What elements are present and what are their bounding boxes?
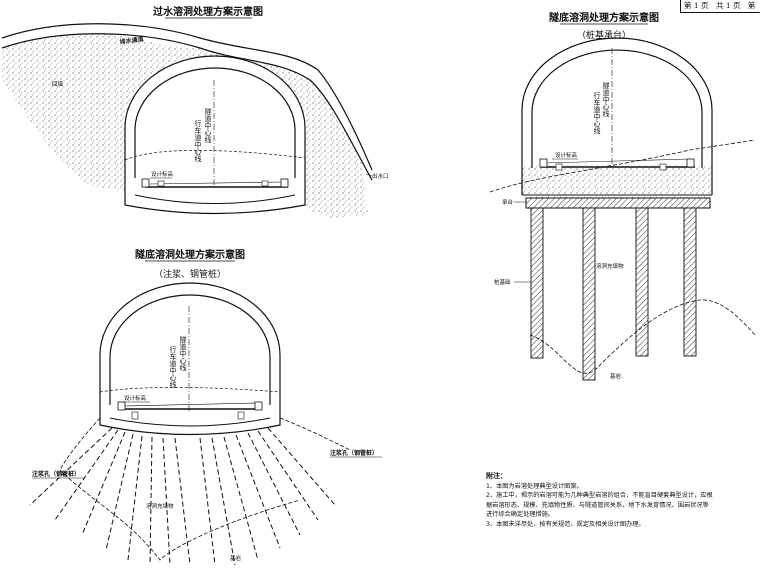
label-cave-fill-2: 溶洞充填物 bbox=[596, 262, 624, 270]
pile-cap bbox=[525, 197, 711, 209]
tunnel2-centerline-label: 隧道中心线 bbox=[602, 81, 610, 117]
tunnel1-design-elev: 设计标高 bbox=[151, 170, 174, 178]
notes-block: 附注： 1、本图为岩溶处理典型设计图案。 2、施工中，揭示的岩溶可能为几种典型岩… bbox=[486, 472, 758, 530]
diagram-grouting: 隧底溶洞处理方案示意图 （注浆、钢管桩） 隧道中心线 行车道中心线 设计标高 bbox=[29, 248, 382, 566]
diagram2-title: 隧底溶洞处理方案示意图 bbox=[549, 11, 659, 24]
tunnel3-centerline-label: 隧道中心线 bbox=[179, 335, 187, 371]
pile-1 bbox=[530, 207, 544, 359]
label-cave-fill-3: 溶洞充填物 bbox=[146, 502, 174, 510]
page-number: 第 1 页 bbox=[684, 1, 709, 10]
grout-holes bbox=[29, 427, 336, 566]
tunnel1-outer-lining bbox=[124, 55, 306, 215]
pile-2 bbox=[582, 207, 596, 381]
diagram1-title: 过水溶洞处理方案示意图 bbox=[153, 5, 263, 18]
label-bedrock-3: 基岩 bbox=[230, 554, 242, 562]
pile-3 bbox=[635, 207, 649, 357]
page-total: 共 1 页 bbox=[715, 1, 741, 10]
diagram3-subtitle: （注浆、钢管桩） bbox=[154, 268, 226, 280]
page-extra: 第 bbox=[747, 1, 756, 10]
diagram-pile-cap: 隧底溶洞处理方案示意图 （桩基承台） 隧道中心线 行车道中心线 设计标高 承台 bbox=[489, 11, 756, 381]
label-fill-1: 回填 bbox=[52, 80, 64, 88]
label-outlet: 出水口 bbox=[372, 172, 389, 180]
tunnel1-lane-label: 行车道中心线 bbox=[194, 119, 202, 162]
notes-item-5: 3、本图未详尽处，按有关规范、规定及相关设计图办理。 bbox=[486, 520, 645, 528]
label-grout-right: 注浆孔（钢管桩） bbox=[330, 449, 378, 457]
diagram3-title: 隧底溶洞处理方案示意图 bbox=[135, 248, 245, 261]
tunnel3-design-elev: 设计标高 bbox=[124, 394, 147, 402]
tunnel2-lane-label: 行车道中心线 bbox=[593, 91, 601, 134]
tunnel2-design-elev: 设计标高 bbox=[555, 151, 578, 159]
label-grout-left: 注浆孔（钢管桩） bbox=[32, 470, 80, 478]
notes-item-3: 据岩溶形态、规模、充填物性质、与隧道管间关系、地下水发育情况、围岩状况等 bbox=[486, 501, 709, 509]
notes-title: 附注： bbox=[486, 472, 507, 480]
tunnel1-centerline-label: 隧道中心线 bbox=[204, 107, 212, 143]
diagram-water-cave: 过水溶洞处理方案示意图 排水通道 隧道中心线 行车道中心线 设计标高 回填 bbox=[1, 5, 389, 218]
tunnel3-lane-label: 行车道中心线 bbox=[169, 345, 177, 388]
pile-4 bbox=[683, 207, 697, 357]
page-info-box: 第 1 页 共 1 页 第 bbox=[680, 0, 760, 13]
label-pile-foundation: 桩基础 bbox=[494, 278, 511, 286]
label-bedrock-2: 基岩 bbox=[610, 372, 622, 380]
notes-item-2: 2、施工中，揭示的岩溶可能为几种典型岩溶的组合，不能盲目硬套典型设计，应根 bbox=[486, 492, 713, 500]
label-cap: 承台 bbox=[502, 198, 514, 206]
tunnel1-inner-lining bbox=[134, 67, 296, 178]
label-drain-channel: 排水通道 bbox=[119, 35, 144, 46]
notes-item-1: 1、本图为岩溶处理典型设计图案。 bbox=[486, 482, 583, 490]
notes-item-4: 进行综合确定处理措施。 bbox=[486, 511, 555, 519]
